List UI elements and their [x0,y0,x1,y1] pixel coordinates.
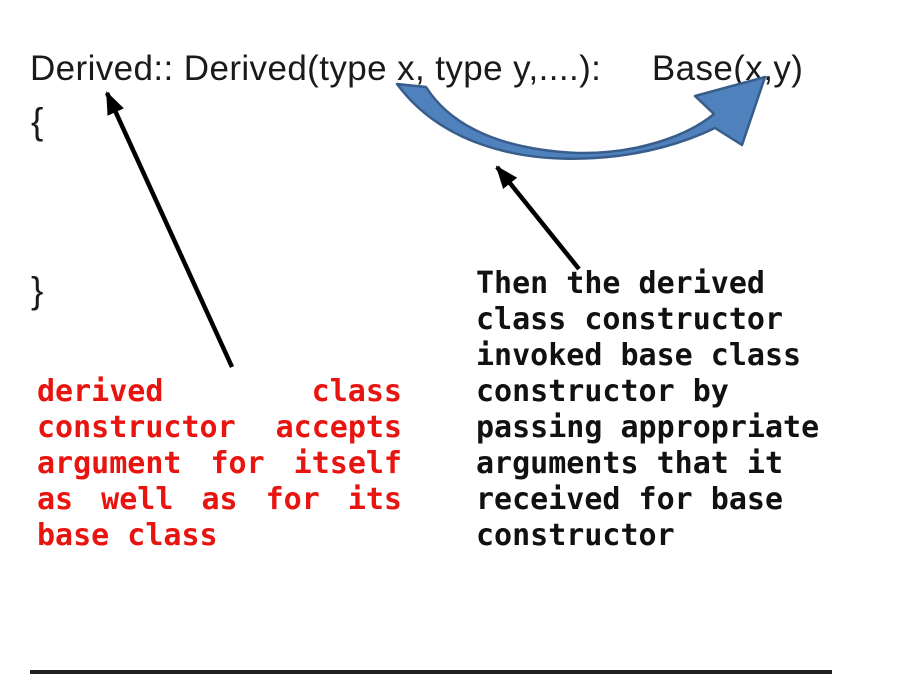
constructor-signature-text: Derived:: Derived(type x, type y,....): … [30,49,804,88]
close-brace-text: } [31,270,44,311]
bottom-bar [30,670,832,674]
open-brace-text: { [31,101,44,142]
arrow-to-base-call-icon [495,165,581,271]
red-annotation-text: derived class constructor accepts argume… [37,374,402,553]
arrow-to-derived-constructor-icon [104,91,235,368]
black-annotation-text: Then the derived class constructor invok… [476,266,820,553]
